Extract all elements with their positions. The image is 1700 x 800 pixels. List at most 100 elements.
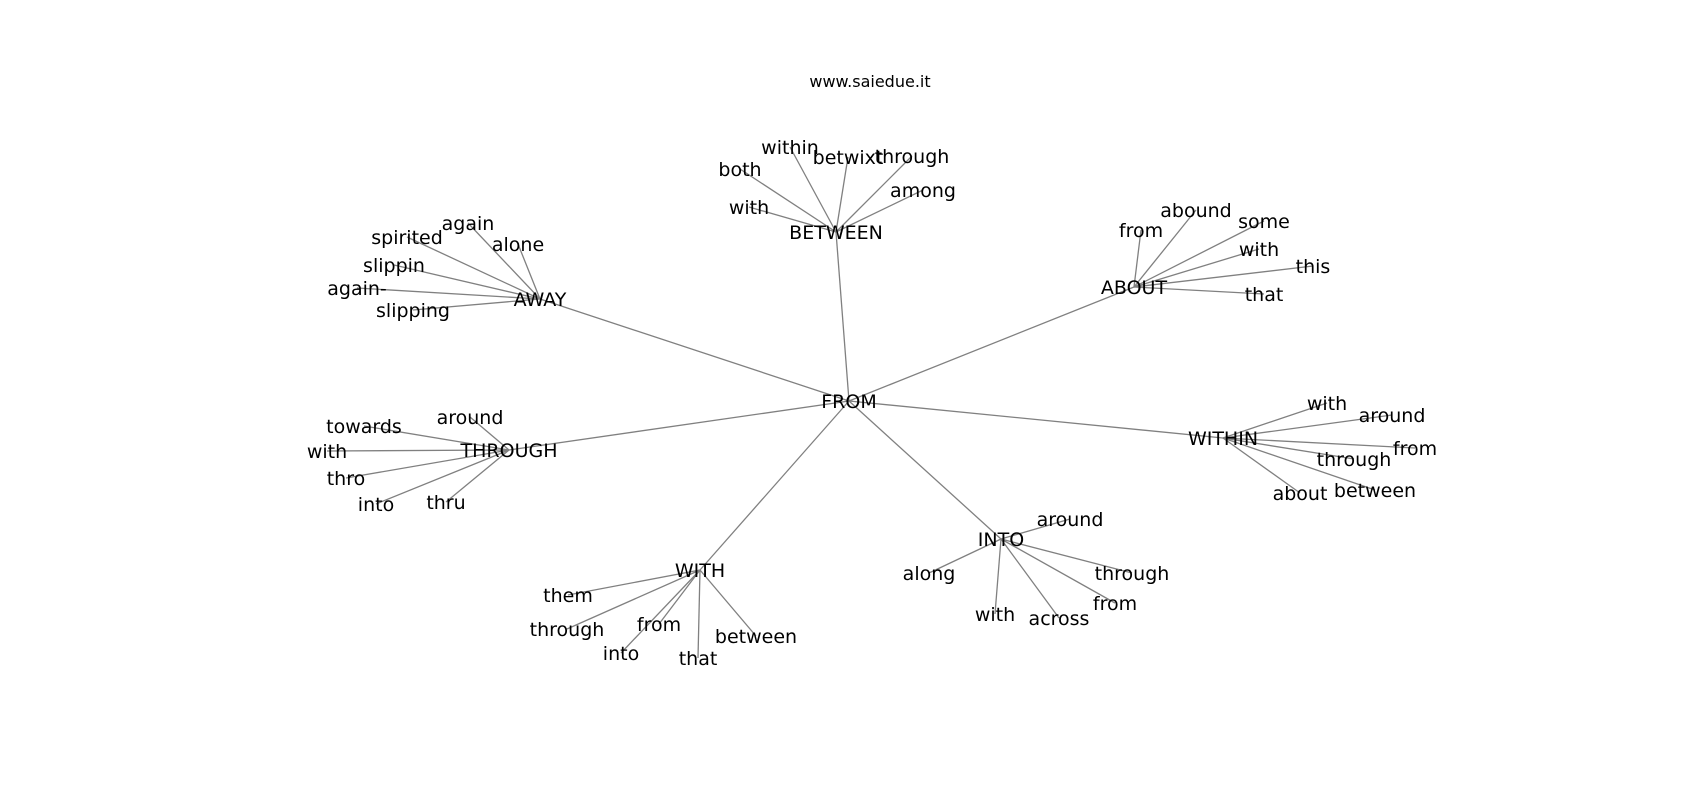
node-hub-through: THROUGH xyxy=(460,440,558,462)
node-leaf: them xyxy=(543,585,593,607)
edge-root-away xyxy=(539,298,850,402)
node-leaf: about xyxy=(1273,483,1328,505)
edge-about-with xyxy=(1133,248,1260,288)
node-leaf: from xyxy=(637,614,681,636)
node-leaf: again xyxy=(442,213,495,235)
edge-with-that xyxy=(697,569,701,659)
edge-within-between xyxy=(1222,437,1376,491)
edge-away-spirited xyxy=(406,236,541,300)
edge-through-towards xyxy=(363,425,510,451)
node-hub-with: WITH xyxy=(675,560,725,582)
edge-through-around xyxy=(469,416,510,451)
node-leaf: abound xyxy=(1160,200,1231,222)
edge-between-with xyxy=(748,206,837,233)
node-leaf: again- xyxy=(327,278,387,300)
edge-within-from xyxy=(1222,437,1416,449)
node-leaf: with xyxy=(1307,393,1347,415)
edge-between-among xyxy=(835,189,924,233)
edge-through-with xyxy=(326,449,510,452)
node-leaf: slippin xyxy=(363,255,425,277)
edge-about-some xyxy=(1133,220,1265,288)
node-leaf: towards xyxy=(326,416,402,438)
node-leaf: around xyxy=(437,407,504,429)
edge-away-slipping xyxy=(412,298,541,311)
edge-through-thro xyxy=(345,449,510,479)
edge-with-from xyxy=(658,569,701,625)
node-leaf: spirited xyxy=(371,227,443,249)
node-leaf: that xyxy=(679,648,718,670)
node-leaf: through xyxy=(1317,449,1392,471)
node-root: FROM xyxy=(821,391,876,413)
node-leaf: through xyxy=(875,146,950,168)
edge-root-through xyxy=(508,400,850,451)
edge-within-around xyxy=(1222,414,1393,439)
edge-within-through xyxy=(1222,437,1355,460)
node-leaf: from xyxy=(1093,593,1137,615)
node-leaf: slipping xyxy=(376,300,450,322)
node-leaf: into xyxy=(358,494,394,516)
node-leaf: into xyxy=(603,643,639,665)
node-leaf: with xyxy=(1239,239,1279,261)
edge-root-with xyxy=(699,400,850,571)
edge-root-within xyxy=(848,400,1224,439)
edge-away-alone xyxy=(517,243,541,300)
edge-away-again xyxy=(356,287,541,300)
node-leaf: thro xyxy=(327,468,366,490)
node-leaf: between xyxy=(1334,480,1416,502)
node-leaf: around xyxy=(1037,509,1104,531)
node-leaf: along xyxy=(903,563,956,585)
graph-title: www.saiedue.it xyxy=(809,72,930,91)
node-leaf: from xyxy=(1119,220,1163,242)
edge-with-them xyxy=(567,569,701,596)
node-leaf: betwixt xyxy=(813,147,884,169)
edge-about-that xyxy=(1133,286,1265,295)
edge-away-slippin xyxy=(393,264,541,300)
node-hub-away: AWAY xyxy=(514,289,567,311)
node-leaf: with xyxy=(307,441,347,463)
edge-root-into xyxy=(848,400,1002,540)
edge-into-along xyxy=(928,538,1002,574)
edge-into-through xyxy=(1000,538,1133,574)
edge-through-into xyxy=(375,449,510,505)
edge-into-across xyxy=(1000,538,1060,619)
node-leaf: thru xyxy=(426,492,465,514)
edge-about-this xyxy=(1133,265,1314,288)
edge-about-abound xyxy=(1133,209,1197,288)
edge-into-with xyxy=(994,538,1002,615)
edge-root-between xyxy=(835,231,850,402)
node-leaf: between xyxy=(715,626,797,648)
node-hub-into: INTO xyxy=(978,529,1024,551)
node-leaf: alone xyxy=(492,234,544,256)
edge-between-through xyxy=(835,155,913,233)
edge-within-about xyxy=(1222,437,1301,494)
edge-within-with xyxy=(1222,402,1328,439)
edge-into-from xyxy=(1000,538,1116,604)
edge-between-within xyxy=(789,146,837,233)
node-hub-between: BETWEEN xyxy=(789,222,883,244)
edge-between-betwixt xyxy=(835,156,849,233)
edge-root-about xyxy=(848,286,1135,402)
edge-with-through xyxy=(566,569,701,630)
edge-away-again xyxy=(467,222,541,300)
node-leaf: with xyxy=(729,197,769,219)
edge-between-both xyxy=(739,168,837,233)
node-leaf: both xyxy=(718,159,761,181)
edge-with-between xyxy=(699,569,757,637)
node-leaf: among xyxy=(890,180,956,202)
edges-layer xyxy=(326,146,1416,659)
edge-into-around xyxy=(1000,518,1071,540)
node-leaf: around xyxy=(1359,405,1426,427)
node-leaf: this xyxy=(1296,256,1331,278)
node-leaf: through xyxy=(1095,563,1170,585)
edge-about-from xyxy=(1133,229,1142,288)
node-leaf: within xyxy=(761,137,819,159)
node-leaf: through xyxy=(530,619,605,641)
edge-with-into xyxy=(620,569,701,654)
node-leaf: from xyxy=(1393,438,1437,460)
node-leaf: that xyxy=(1245,284,1284,306)
node-leaf: with xyxy=(975,604,1015,626)
edge-through-thru xyxy=(445,449,510,503)
node-leaf: across xyxy=(1029,608,1090,630)
